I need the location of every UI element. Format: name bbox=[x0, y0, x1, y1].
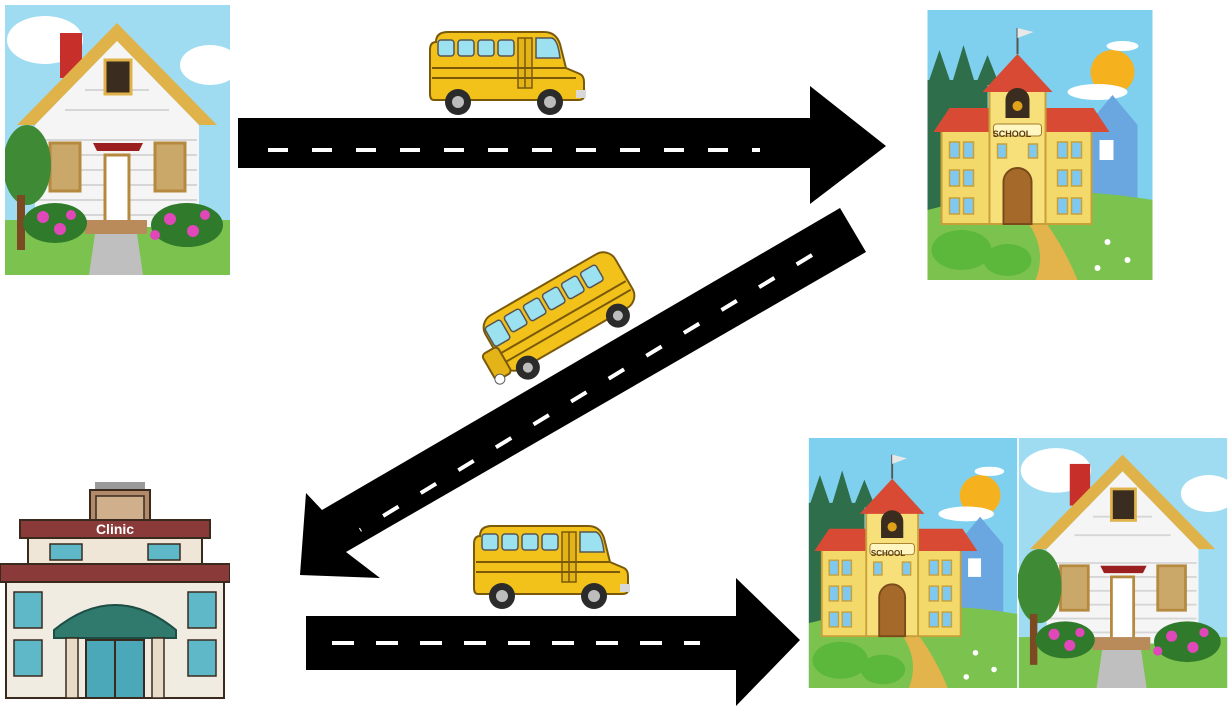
home-picture-2 bbox=[1018, 438, 1228, 688]
road-arrow-home-to-school bbox=[238, 86, 886, 204]
school-picture bbox=[926, 10, 1154, 280]
road-arrow-clinic-to-school-home bbox=[306, 578, 800, 706]
home-picture bbox=[5, 5, 230, 275]
clinic-picture bbox=[0, 481, 230, 699]
school-picture-2 bbox=[808, 438, 1018, 688]
road-arrow-school-to-clinic bbox=[300, 208, 866, 578]
school-bus-3 bbox=[473, 525, 630, 610]
school-sign-label: SCHOOL bbox=[993, 129, 1032, 139]
clinic-sign-label: Clinic bbox=[96, 521, 134, 537]
school-sign-label-2: SCHOOL bbox=[871, 549, 905, 558]
school-bus-1 bbox=[429, 31, 586, 116]
